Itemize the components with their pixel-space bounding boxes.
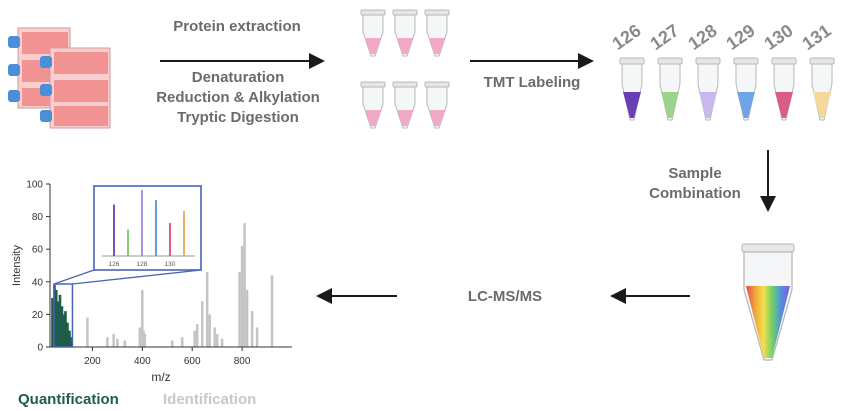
sample-label: Sample bbox=[668, 165, 721, 182]
tmt-channel-label-126: 126 bbox=[609, 20, 645, 54]
tmt-channel-label-127: 127 bbox=[647, 20, 683, 54]
ident-peak-bar bbox=[205, 272, 209, 347]
quant-peak-bar bbox=[68, 330, 71, 347]
ident-peak-bar bbox=[238, 272, 241, 347]
tmt-channel-label-130: 130 bbox=[761, 20, 797, 54]
tmt-tube-127 bbox=[657, 57, 683, 121]
combined-sample-tube-icon bbox=[741, 243, 795, 361]
tmt-channel-label-129: 129 bbox=[723, 20, 759, 54]
ident-peak-bar bbox=[180, 337, 184, 347]
combination-label: Combination bbox=[649, 185, 741, 202]
quant-peak-bar bbox=[66, 322, 69, 347]
ident-peak-bar bbox=[250, 311, 254, 347]
tmt-tube-fill-130 bbox=[775, 92, 793, 118]
x-tick-label: 600 bbox=[184, 356, 201, 367]
tmt-tube-fill-129 bbox=[737, 92, 755, 118]
denaturation-label: Denaturation bbox=[192, 69, 285, 86]
ident-peak-bar bbox=[123, 340, 127, 347]
ident-peak-bar bbox=[193, 330, 196, 347]
ident-peak-bar bbox=[200, 301, 204, 347]
quant-peak-bar bbox=[64, 311, 67, 347]
tmt-tube-129 bbox=[733, 57, 759, 121]
inset-tick-label: 128 bbox=[137, 261, 148, 268]
ident-peak-bar bbox=[255, 327, 259, 347]
tmt-tube-fill-131 bbox=[813, 92, 831, 118]
ident-peak-bar bbox=[220, 338, 224, 347]
tmt-channel-label-128: 128 bbox=[685, 20, 721, 54]
quantification-label: Quantification bbox=[18, 391, 119, 408]
tmt-tube-130 bbox=[771, 57, 797, 121]
quant-peak-bar bbox=[60, 306, 64, 347]
reporter-ion-inset bbox=[93, 185, 202, 271]
quant-region-box bbox=[53, 283, 74, 348]
tmt-channel-label-131: 131 bbox=[799, 20, 835, 54]
inset-tick-label: 126 bbox=[109, 261, 120, 268]
ident-peak-bar bbox=[143, 333, 147, 347]
ident-peak-bar bbox=[170, 340, 174, 347]
lcms-label: LC-MS/MS bbox=[468, 288, 542, 305]
cell-culture-flasks-icon bbox=[8, 27, 111, 129]
ident-peak-bar bbox=[213, 327, 216, 347]
y-tick-label: 40 bbox=[32, 277, 44, 288]
ident-peak-bar bbox=[112, 333, 115, 347]
quant-peak-bar bbox=[51, 298, 54, 347]
ident-peak-bar bbox=[138, 327, 142, 347]
y-tick-label: 100 bbox=[26, 180, 43, 191]
x-tick-label: 200 bbox=[84, 356, 101, 367]
y-tick-label: 20 bbox=[32, 310, 44, 321]
ident-peak-bar bbox=[208, 314, 211, 347]
ident-peak-bar bbox=[245, 289, 249, 347]
zoom-connector-left bbox=[53, 269, 95, 285]
tmt-tube-131 bbox=[809, 57, 835, 121]
ident-peak-bar bbox=[195, 324, 199, 347]
x-axis-label: m/z bbox=[151, 370, 170, 384]
ident-peak-bar bbox=[270, 275, 274, 347]
quant-peak-bar bbox=[69, 337, 73, 347]
tmt-tube-fill-128 bbox=[699, 92, 717, 118]
digested-sample-tubes-icon bbox=[360, 9, 450, 129]
y-tick-label: 0 bbox=[37, 343, 43, 354]
ident-peak-bar bbox=[116, 338, 119, 347]
quant-peak-bar bbox=[58, 294, 62, 347]
tmt-tube-126 bbox=[619, 57, 645, 121]
reduction-alkylation-label: Reduction & Alkylation bbox=[156, 89, 320, 106]
zoom-connector-right bbox=[72, 269, 202, 285]
ms-spectrum-chart: 0 20 40 60 80 100 200 400 600 800 m/z Intensity 126… bbox=[11, 180, 292, 384]
ident-peak-bar bbox=[240, 245, 244, 347]
tryptic-digestion-label: Tryptic Digestion bbox=[177, 109, 299, 126]
tmt-tube-fill-126 bbox=[623, 92, 641, 118]
tmt-labeling-label: TMT Labeling bbox=[484, 74, 581, 91]
ident-peak-bar bbox=[106, 337, 109, 347]
inset-tick-label: 130 bbox=[165, 261, 176, 268]
x-tick-label: 400 bbox=[134, 356, 151, 367]
identification-peaks bbox=[86, 223, 274, 347]
ident-peak-bar bbox=[215, 333, 219, 347]
ident-peak-bar bbox=[141, 289, 144, 347]
x-tick-label: 800 bbox=[234, 356, 251, 367]
protein-extraction-label: Protein extraction bbox=[173, 18, 301, 35]
y-tick-label: 80 bbox=[32, 212, 44, 223]
quant-peak-bar bbox=[54, 289, 58, 347]
ident-peak-bar bbox=[243, 223, 246, 347]
y-tick-label: 60 bbox=[32, 245, 44, 256]
tmt-tube-fill-127 bbox=[661, 92, 679, 118]
y-axis-label: Intensity bbox=[11, 245, 23, 286]
ident-peak-bar bbox=[86, 317, 89, 347]
tmt-tube-128 bbox=[695, 57, 721, 121]
quant-peak-bar bbox=[56, 301, 60, 347]
identification-label: Identification bbox=[163, 391, 256, 408]
quant-peak-bar bbox=[62, 314, 66, 347]
